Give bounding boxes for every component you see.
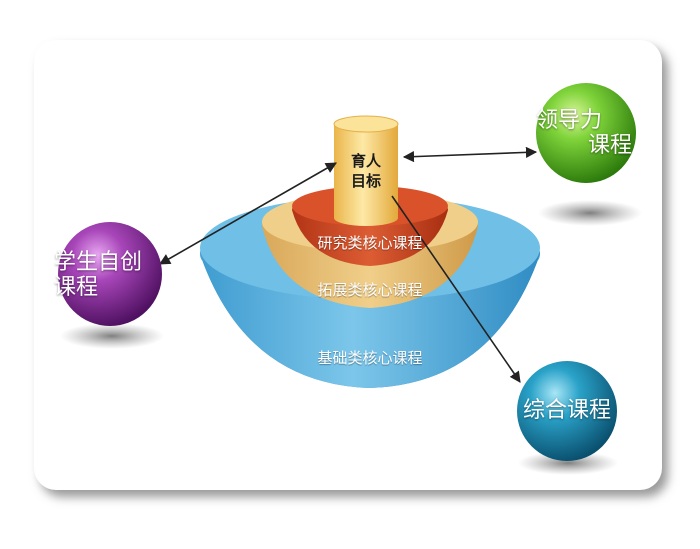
- arrow-goal-leadership: [402, 146, 538, 163]
- goal-label: 育人 目标: [340, 151, 392, 192]
- arrow-goal-student-creative: [159, 162, 337, 265]
- comprehensive-sphere: [517, 361, 617, 461]
- goal-cylinder-top: [333, 115, 399, 133]
- leadership-sphere: [536, 83, 636, 183]
- leadership-label-line2: 课程: [587, 133, 632, 159]
- student-creative-sphere-label: 学生自创 课程: [54, 250, 164, 301]
- leadership-sphere-label: 领导力 课程: [528, 108, 638, 159]
- expand-layer-label: 拓展类核心课程: [317, 281, 423, 299]
- student-creative-label-line2: 课程: [54, 275, 99, 301]
- research-layer-label: 研究类核心课程: [317, 234, 423, 252]
- student-creative-label-line1: 学生自创: [54, 250, 143, 275]
- goal-label-line1: 育人: [350, 152, 381, 170]
- goal-label-line2: 目标: [350, 172, 381, 191]
- basic-layer-label: 基础类核心课程: [317, 349, 423, 367]
- student-creative-sphere-shadow: [60, 323, 164, 349]
- student-creative-sphere: [58, 222, 162, 326]
- goal-cylinder: [334, 124, 398, 226]
- comprehensive-label-line1: 综合课程: [522, 398, 611, 423]
- leadership-sphere-shadow: [538, 200, 642, 226]
- leadership-label-line1: 领导力: [536, 108, 603, 133]
- arrow-goal-comprehensive: [391, 195, 521, 383]
- comprehensive-sphere-label: 综合课程: [517, 398, 617, 423]
- comprehensive-sphere-shadow: [518, 451, 618, 475]
